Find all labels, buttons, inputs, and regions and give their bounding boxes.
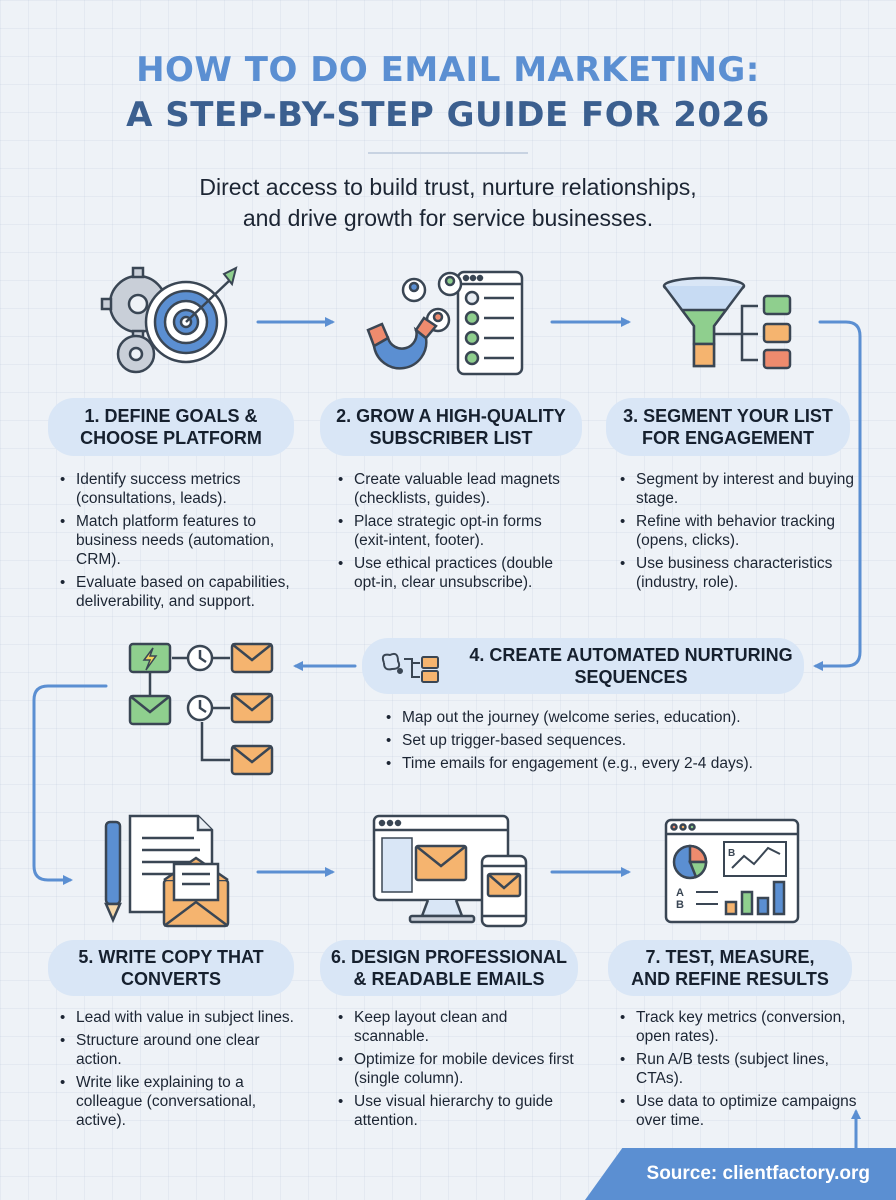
step6-title-line1: 6. DESIGN PROFESSIONAL bbox=[330, 947, 568, 967]
step7-bullet: Track key metrics (conversion, open rate… bbox=[620, 1008, 860, 1046]
magnet-subscribers-icon bbox=[362, 268, 528, 380]
step1-bullet: Match platform features to business need… bbox=[60, 512, 310, 569]
gears-target-icon bbox=[100, 262, 240, 382]
step4-bullets: Map out the journey (welcome series, edu… bbox=[386, 708, 806, 777]
step7-title-line2: AND REFINE RESULTS bbox=[631, 969, 829, 989]
step7-bullet: Use data to optimize campaigns over time… bbox=[620, 1092, 860, 1130]
step2-bullet: Use ethical practices (double opt-in, cl… bbox=[338, 554, 578, 592]
step6-bullets: Keep layout clean and scannable. Optimiz… bbox=[338, 1008, 578, 1134]
step1-title: 1. DEFINE GOALS &CHOOSE PLATFORM bbox=[48, 398, 294, 456]
automation-workflow-icon bbox=[126, 640, 278, 780]
step4-bullet: Time emails for engagement (e.g., every … bbox=[386, 754, 806, 773]
step1-title-line2: CHOOSE PLATFORM bbox=[80, 428, 262, 448]
step4-bullet: Map out the journey (welcome series, edu… bbox=[386, 708, 806, 727]
page-title-line2: A STEP-BY-STEP GUIDE FOR 2026 bbox=[126, 95, 770, 135]
analytics-dashboard-icon: B A B bbox=[664, 818, 802, 926]
subtitle-line2: and drive growth for service businesses. bbox=[242, 205, 654, 231]
pen-document-envelope-icon bbox=[100, 812, 240, 930]
page-title-line1: HOW TO DO EMAIL MARKETING: bbox=[136, 50, 760, 90]
step2-title-line1: 2. GROW A HIGH-QUALITY bbox=[336, 406, 566, 426]
step7-title-line1: 7. TEST, MEASURE, bbox=[645, 947, 815, 967]
step4-bullet: Set up trigger-based sequences. bbox=[386, 731, 806, 750]
step1-bullet: Evaluate based on capabilities, delivera… bbox=[60, 573, 310, 611]
step1-bullets: Identify success metrics (consultations,… bbox=[60, 470, 310, 615]
step5-bullets: Lead with value in subject lines. Struct… bbox=[60, 1008, 300, 1134]
subtitle-line1: Direct access to build trust, nurture re… bbox=[199, 174, 697, 200]
step2-bullet: Place strategic opt-in forms (exit-inten… bbox=[338, 512, 578, 550]
step6-bullet: Keep layout clean and scannable. bbox=[338, 1008, 578, 1046]
step3-title-line1: 3. SEGMENT YOUR LIST bbox=[623, 406, 833, 426]
step7-bullets: Track key metrics (conversion, open rate… bbox=[620, 1008, 860, 1134]
step1-title-line1: 1. DEFINE GOALS & bbox=[84, 406, 258, 426]
arrow-to-step5 bbox=[32, 684, 108, 885]
step4-title-line1: 4. CREATE AUTOMATED NURTURING bbox=[469, 645, 793, 665]
arrow-step3-to-step4 bbox=[813, 320, 862, 671]
title-divider bbox=[368, 152, 528, 154]
page-subtitle: Direct access to build trust, nurture re… bbox=[120, 172, 776, 234]
step2-title-line2: SUBSCRIBER LIST bbox=[369, 428, 533, 448]
source-banner: Source: clientfactory.org bbox=[585, 1148, 896, 1200]
monitor-phone-email-icon bbox=[370, 812, 536, 930]
step3-bullet: Segment by interest and buying stage. bbox=[620, 470, 860, 508]
step3-title-line2: FOR ENGAGEMENT bbox=[641, 428, 814, 448]
step7-bullet: Run A/B tests (subject lines, CTAs). bbox=[620, 1050, 860, 1088]
step2-bullets: Create valuable lead magnets (checklists… bbox=[338, 470, 578, 596]
step4-title: 4. CREATE AUTOMATED NURTURING SEQUENCES bbox=[362, 638, 804, 694]
source-text: Source: clientfactory.org bbox=[646, 1163, 870, 1184]
step3-bullet: Use business characteristics (industry, … bbox=[620, 554, 860, 592]
step3-bullets: Segment by interest and buying stage. Re… bbox=[620, 470, 860, 596]
dashboard-row-a: A bbox=[676, 887, 684, 899]
step5-bullet: Write like explaining to a colleague (co… bbox=[60, 1073, 300, 1130]
step5-bullet: Lead with value in subject lines. bbox=[60, 1008, 300, 1027]
step6-title: 6. DESIGN PROFESSIONAL& READABLE EMAILS bbox=[320, 940, 578, 996]
step5-title-line1: 5. WRITE COPY THAT bbox=[78, 947, 264, 967]
funnel-segments-icon bbox=[662, 276, 798, 376]
step3-bullet: Refine with behavior tracking (opens, cl… bbox=[620, 512, 860, 550]
step6-bullet: Use visual hierarchy to guide attention. bbox=[338, 1092, 578, 1130]
step1-bullet: Identify success metrics (consultations,… bbox=[60, 470, 310, 508]
mini-workflow-icon bbox=[378, 649, 440, 683]
step5-title-line2: CONVERTS bbox=[120, 969, 221, 989]
step2-bullet: Create valuable lead magnets (checklists… bbox=[338, 470, 578, 508]
step7-title: 7. TEST, MEASURE,AND REFINE RESULTS bbox=[608, 940, 852, 996]
step6-title-line2: & READABLE EMAILS bbox=[353, 969, 545, 989]
dashboard-row-b: B bbox=[676, 899, 684, 911]
step6-bullet: Optimize for mobile devices first (singl… bbox=[338, 1050, 578, 1088]
step4-title-line2: SEQUENCES bbox=[574, 667, 688, 687]
dashboard-chart-letter: B bbox=[728, 848, 735, 859]
step5-bullet: Structure around one clear action. bbox=[60, 1031, 300, 1069]
